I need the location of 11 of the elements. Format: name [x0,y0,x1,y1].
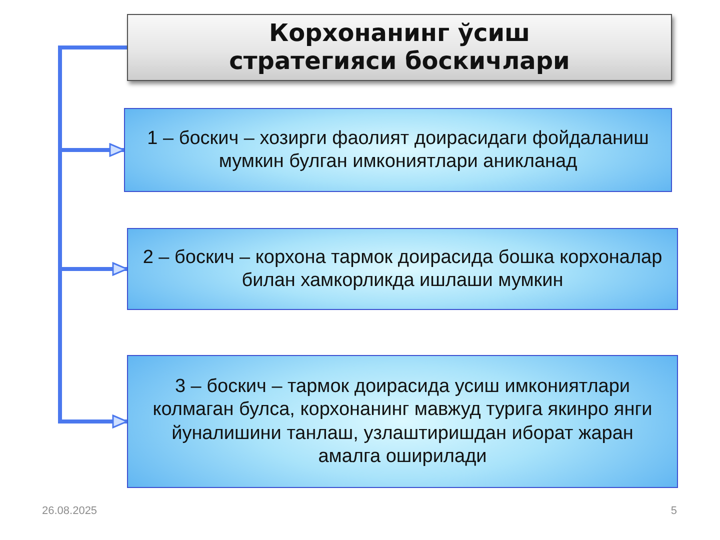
connector-arrow [58,46,128,428]
step-box [124,108,672,192]
title-box [127,14,672,81]
step-text: 3 – боскич – тармок доирасида усиш имкониятлари колмаган булса, корхонанинг мавжуд турига якинро янги йуналишини танлаш, узлаштиришдан иборат жаран амалга оширилади [152,375,654,468]
step-text: 2 – боскич – корхона тармок доирасида бошка корхоналар билан хамкорликда ишлаши мумкин [142,246,664,292]
step-box [127,355,678,488]
page-number: 5 [670,505,677,517]
date-text: 26.08.2025 [42,505,98,517]
title-text: Корхонанинг ўсиш стратегияси боскичлари [228,20,571,76]
step-text: 1 – боскич – хозирги фаолият доирасидаги фойдаланиш мумкин булган имкониятлари аникланад [146,126,650,174]
step-box [127,228,678,310]
